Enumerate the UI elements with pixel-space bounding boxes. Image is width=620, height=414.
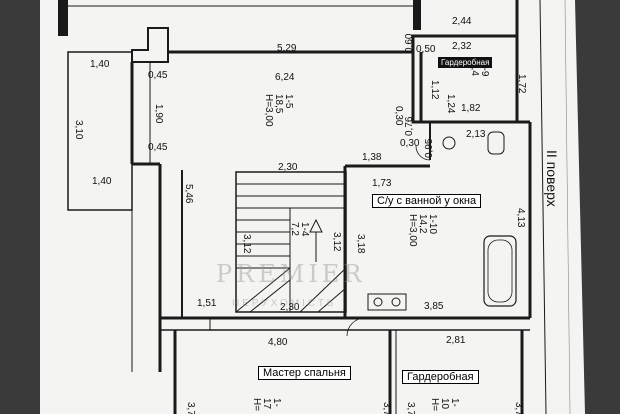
dim-label: 1,82	[461, 103, 481, 114]
dim-label: 0,50	[416, 44, 436, 55]
stairs-code: 1-4 7,2	[289, 222, 310, 237]
svg-text:1-: 1-	[271, 398, 282, 407]
dim-label: 6,24	[275, 72, 295, 83]
svg-text:1-10: 1-10	[427, 214, 438, 234]
dim-label: 1,24	[445, 94, 456, 114]
dim-label: 2,32	[452, 41, 472, 52]
dim-label: 1,72	[516, 74, 527, 94]
dim-label: 1,73	[372, 178, 392, 189]
svg-text:18,5: 18,5	[273, 94, 284, 114]
dim-label: 3,10	[73, 120, 84, 140]
room-label-master: Мастер спальня	[258, 366, 351, 380]
corridor-code: 1-5 18,5 H=3,00	[263, 94, 294, 127]
dim-label: 0,76	[404, 116, 415, 136]
dim-label: 0,30	[393, 106, 404, 126]
dim-label: 1,38	[362, 152, 382, 163]
dim-label: 3,7	[381, 402, 392, 414]
svg-text:7,2: 7,2	[289, 222, 300, 236]
dim-label: 3,12	[241, 234, 252, 254]
watermark-brand: PREMIER	[216, 260, 366, 288]
dim-label: 2,30	[278, 162, 298, 173]
svg-text:H=: H=	[251, 398, 262, 411]
wardrobe-code: 1- 10 H=	[429, 398, 460, 411]
svg-text:1-5: 1-5	[283, 94, 294, 109]
dim-label: 0,45	[148, 70, 168, 81]
floor-label: II поверх	[544, 150, 560, 207]
dim-label: 2,44	[452, 16, 472, 27]
toilet	[487, 131, 505, 155]
dim-label: 0,30	[400, 138, 420, 149]
dim-label: 3,18	[355, 234, 366, 254]
dim-label: 0,95	[424, 138, 435, 158]
dim-label: 4,13	[515, 208, 526, 228]
sink	[442, 136, 456, 150]
dim-label: 3,7	[405, 402, 416, 414]
room-label-bathroom: С/у с ванной у окна	[372, 194, 482, 208]
dim-label: 4,80	[268, 337, 288, 348]
dim-label: 2,81	[446, 335, 466, 346]
svg-text:1-9: 1-9	[479, 62, 490, 77]
dim-label: 0,45	[148, 142, 168, 153]
dim-label: 1,12	[429, 80, 440, 100]
bathroom-code: 1-10 14,2 H=3,00	[407, 214, 438, 247]
room-label-wardrobe: Гардеробная	[402, 370, 479, 384]
dim-label: 3,7	[513, 402, 524, 414]
svg-text:14,2: 14,2	[417, 214, 428, 234]
dim-label: 3,12	[331, 232, 342, 252]
room-label-wardrobe-small: Гардеробная	[438, 57, 493, 68]
watermark-sub: НЕРУХОМІСТЬ	[232, 298, 337, 309]
svg-text:1-: 1-	[449, 398, 460, 407]
dim-label: 3,85	[424, 301, 444, 312]
dim-label: 5,46	[183, 184, 194, 204]
dim-label: 1,40	[92, 176, 112, 187]
washbasin	[367, 293, 407, 311]
wardrobe-small-code: 1-9 3,4	[469, 62, 490, 77]
svg-text:H=3,00: H=3,00	[263, 94, 274, 127]
dim-label: 1,51	[197, 298, 217, 309]
svg-text:H=3,00: H=3,00	[407, 214, 418, 247]
dim-label: 1,90	[153, 104, 164, 124]
dim-label: 5,29	[277, 43, 297, 54]
wall	[58, 0, 68, 36]
svg-text:1-4: 1-4	[299, 222, 310, 237]
svg-text:17: 17	[261, 398, 272, 410]
wall	[413, 0, 421, 30]
dim-label: 2,13	[466, 129, 486, 140]
svg-text:10: 10	[439, 398, 450, 410]
dim-label: 1,40	[90, 59, 110, 70]
dim-label: 0,60	[404, 33, 415, 53]
dim-label: 3,7	[185, 402, 196, 414]
staircase	[235, 171, 347, 313]
svg-text:3,4: 3,4	[469, 62, 480, 76]
bathtub	[483, 235, 517, 307]
svg-text:H=: H=	[429, 398, 440, 411]
dim-label: 2,30	[280, 302, 300, 313]
master-code: 1- 17 H=	[251, 398, 282, 411]
